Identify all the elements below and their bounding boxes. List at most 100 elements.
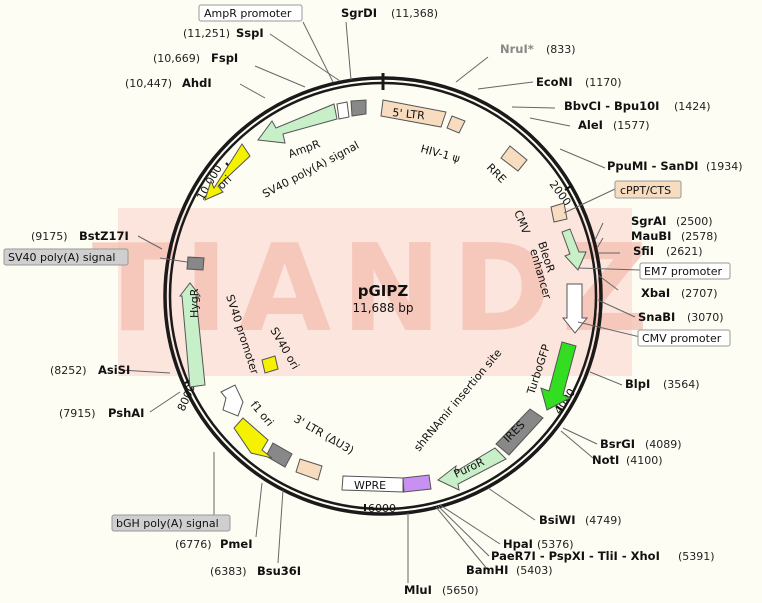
feature-wpre [341,475,404,493]
svg-text:(9175): (9175) [31,230,68,243]
svg-text:AsiSI: AsiSI [98,363,130,377]
site-sspi[interactable]: (11,251) SspI [183,26,264,40]
site-sgrdi[interactable]: SgrDI (11,368) [341,6,438,20]
site-hpai[interactable]: HpaI (5376) [503,537,574,551]
feature-label-rre: RRE [484,161,509,186]
boxed-ampr-promoter[interactable]: AmpR promoter [198,4,303,22]
svg-text:(1170): (1170) [585,76,622,89]
feature-bleor [561,228,587,271]
site-bstz17i[interactable]: (9175) BstZ17I [31,229,129,243]
site-pmei[interactable]: (6776) PmeI [175,537,253,551]
site-bsrgi[interactable]: BsrGI (4089) [600,437,682,451]
feature-label-ampr: AmpR [287,137,323,161]
feature-grey-ampr [350,99,367,117]
svg-text:AmpR promoter: AmpR promoter [204,7,292,20]
svg-text:(7915): (7915) [59,407,96,420]
plasmid-name: pGIPZ [358,282,409,300]
svg-text:FspI: FspI [211,51,238,65]
leader-lines [119,21,641,583]
site-asisi[interactable]: (8252) AsiSI [50,363,130,377]
svg-text:(1577): (1577) [613,119,650,132]
feature-cmv-promoter [561,283,589,334]
svg-text:(5391): (5391) [678,550,715,563]
feature-hygr [178,282,206,388]
feature-label-wpre: WPRE [354,479,386,492]
svg-text:bGH poly(A) signal: bGH poly(A) signal [116,517,219,530]
svg-text:PaeR7I - PspXI - TliI - XhoI: PaeR7I - PspXI - TliI - XhoI [491,549,660,563]
feature-label-hygr: HygR [188,288,201,318]
site-snabi[interactable]: SnaBI (3070) [638,310,724,324]
feature-3ltr [295,458,323,481]
site-noti[interactable]: NotI (4100) [592,453,663,467]
svg-text:Bsu36I: Bsu36I [257,564,301,578]
feature-purple-block [402,474,432,493]
svg-text:(10,669): (10,669) [153,52,200,65]
svg-text:AleI: AleI [578,118,603,132]
svg-text:(5650): (5650) [442,584,479,597]
feature-sv40-promoter [220,384,244,417]
feature-ires [495,408,544,456]
site-ppumi-sandi[interactable]: PpuMI - SanDI (1934) [607,159,743,173]
site-bbvci-bpu10i[interactable]: BbvCI - Bpu10I (1424) [564,99,711,113]
svg-text:NruI*: NruI* [500,42,534,56]
site-paer7i-pspxi-tlii-xhoi[interactable]: PaeR7I - PspXI - TliI - XhoI (5391) [491,549,715,563]
feature-grey-3ltr [265,442,293,468]
svg-text:(11,368): (11,368) [391,7,438,20]
svg-text:EcoNI: EcoNI [536,75,572,89]
svg-text:BbvCI - Bpu10I: BbvCI - Bpu10I [564,99,659,113]
feature-label-f1-ori: f1 ori [248,399,276,429]
svg-text:SgrAI: SgrAI [631,214,666,228]
site-bsu36i[interactable]: (6383) Bsu36I [210,564,301,578]
svg-text:(3564): (3564) [663,378,700,391]
svg-text:(8252): (8252) [50,364,87,377]
svg-text:(1934): (1934) [706,160,743,173]
svg-text:(11,251): (11,251) [183,27,230,40]
svg-text:(5403): (5403) [516,564,553,577]
site-alei[interactable]: AleI (1577) [578,118,650,132]
boxed-bgh-polya[interactable]: bGH poly(A) signal [111,514,231,532]
svg-text:(833): (833) [546,43,576,56]
svg-text:(6383): (6383) [210,565,247,578]
boxed-sv40-polya[interactable]: SV40 poly(A) signal [3,248,129,266]
svg-text:EM7 promoter: EM7 promoter [644,265,722,278]
svg-text:BsiWI: BsiWI [539,513,576,527]
svg-text:MluI: MluI [404,583,432,597]
feature-sv40-ori [261,355,279,374]
feature-ori [204,143,251,201]
site-fspi[interactable]: (10,669) FspI [153,51,238,65]
site-mlui[interactable]: MluI (5650) [404,583,479,597]
site-bamhi[interactable]: BamHI (5403) [466,563,553,577]
svg-text:cPPT/CTS: cPPT/CTS [620,184,671,197]
feature-cppt [550,202,568,223]
site-ahdi[interactable]: (10,447) AhdI [125,76,212,90]
site-nrui[interactable]: NruI* (833) [500,42,576,56]
svg-text:PshAI: PshAI [108,406,144,420]
svg-text:(2578): (2578) [681,230,718,243]
svg-text:CMV promoter: CMV promoter [642,332,722,345]
site-pshai[interactable]: (7915) PshAI [59,406,144,420]
site-blpi[interactable]: BlpI (3564) [625,377,700,391]
svg-text:(10,447): (10,447) [125,77,172,90]
svg-text:AhdI: AhdI [182,76,212,90]
svg-text:XbaI: XbaI [641,286,670,300]
feature-grey-sv40pa [186,256,205,271]
svg-text:HpaI: HpaI [503,537,533,551]
site-xbai[interactable]: XbaI (2707) [641,286,718,300]
site-sfii[interactable]: SfiI (2621) [633,244,703,258]
site-econi[interactable]: EcoNI (1170) [536,75,622,89]
svg-text:PmeI: PmeI [220,537,253,551]
boxed-em7-promoter[interactable]: EM7 promoter [639,262,731,280]
svg-text:BlpI: BlpI [625,377,650,391]
boxed-cmv-promoter[interactable]: CMV promoter [637,329,731,347]
boxed-cppt-cts[interactable]: cPPT/CTS [614,180,682,199]
svg-text:BsrGI: BsrGI [600,437,635,451]
feature-f1-ori [233,417,273,459]
site-sgrai[interactable]: SgrAI (2500) [631,214,713,228]
site-bsiwi[interactable]: BsiWI (4749) [539,513,622,527]
watermark: TIANDZ [92,208,648,376]
svg-text:(2500): (2500) [676,215,713,228]
plasmid-size: 11,688 bp [352,301,413,315]
site-maubi[interactable]: MauBI (2578) [631,229,718,243]
svg-text:SV40 poly(A) signal: SV40 poly(A) signal [8,251,115,264]
